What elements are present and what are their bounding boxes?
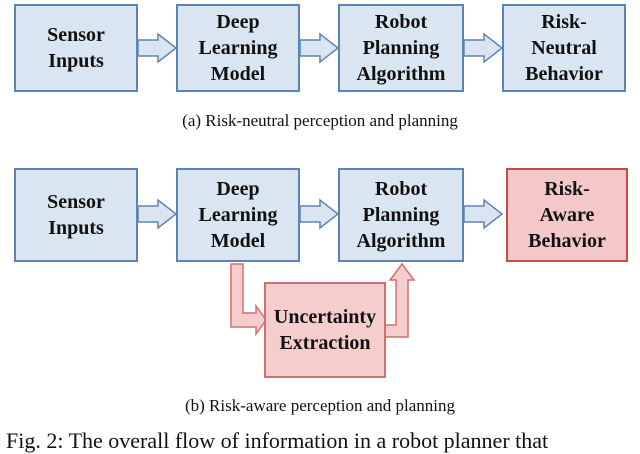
robot-planning-algorithm-box-b: Robot Planning Algorithm [338,168,464,262]
box-label: Model [210,63,266,85]
box-label: Behavior [525,63,603,85]
arrow-a-2 [299,32,340,64]
caption-b: (b) Risk-aware perception and planning [184,396,456,415]
risk-aware-behavior-box: Risk- Aware Behavior [506,168,628,262]
box-label: Learning [198,204,278,226]
arrow-b-3 [463,198,504,230]
caption-a: (a) Risk-neutral perception and planning [182,111,458,130]
risk-neutral-behavior-box: Risk- Neutral Behavior [502,4,626,92]
box-label: Risk- [544,178,590,200]
box-label: Inputs [48,217,104,239]
box-label: Model [210,230,266,252]
box-label: Robot [374,178,428,200]
deep-learning-model-box-a: Deep Learning Model [176,4,300,92]
box-label: Uncertainty [273,306,377,328]
box-label: Planning [362,37,440,59]
figure-caption: Fig. 2: The overall flow of information … [6,428,549,453]
arrow-a-1 [137,32,178,64]
box-label: Algorithm [356,230,446,252]
arrow-a-3 [463,32,504,64]
uncertainty-extraction-box: Uncertainty Extraction [264,282,386,378]
box-label: Deep [216,178,260,200]
deep-learning-model-box-b: Deep Learning Model [176,168,300,262]
sensor-inputs-box-b: Sensor Inputs [14,168,138,262]
box-label: Neutral [531,37,597,59]
arrow-model-to-uncertainty [230,263,267,337]
box-label: Sensor [47,24,105,46]
box-label: Aware [539,204,595,226]
robot-planning-algorithm-box-a: Robot Planning Algorithm [338,4,464,92]
box-label: Extraction [279,332,371,354]
sensor-inputs-box-a: Sensor Inputs [14,4,138,92]
arrow-b-2 [299,198,340,230]
box-label: Algorithm [356,63,446,85]
arrow-uncertainty-to-planner [383,262,416,338]
box-label: Planning [362,204,440,226]
arrow-b-1 [137,198,178,230]
box-label: Sensor [47,191,105,213]
box-label: Inputs [48,50,104,72]
box-label: Risk- [541,11,587,33]
box-label: Behavior [528,230,606,252]
box-label: Deep [216,11,260,33]
box-label: Robot [374,11,428,33]
box-label: Learning [198,37,278,59]
